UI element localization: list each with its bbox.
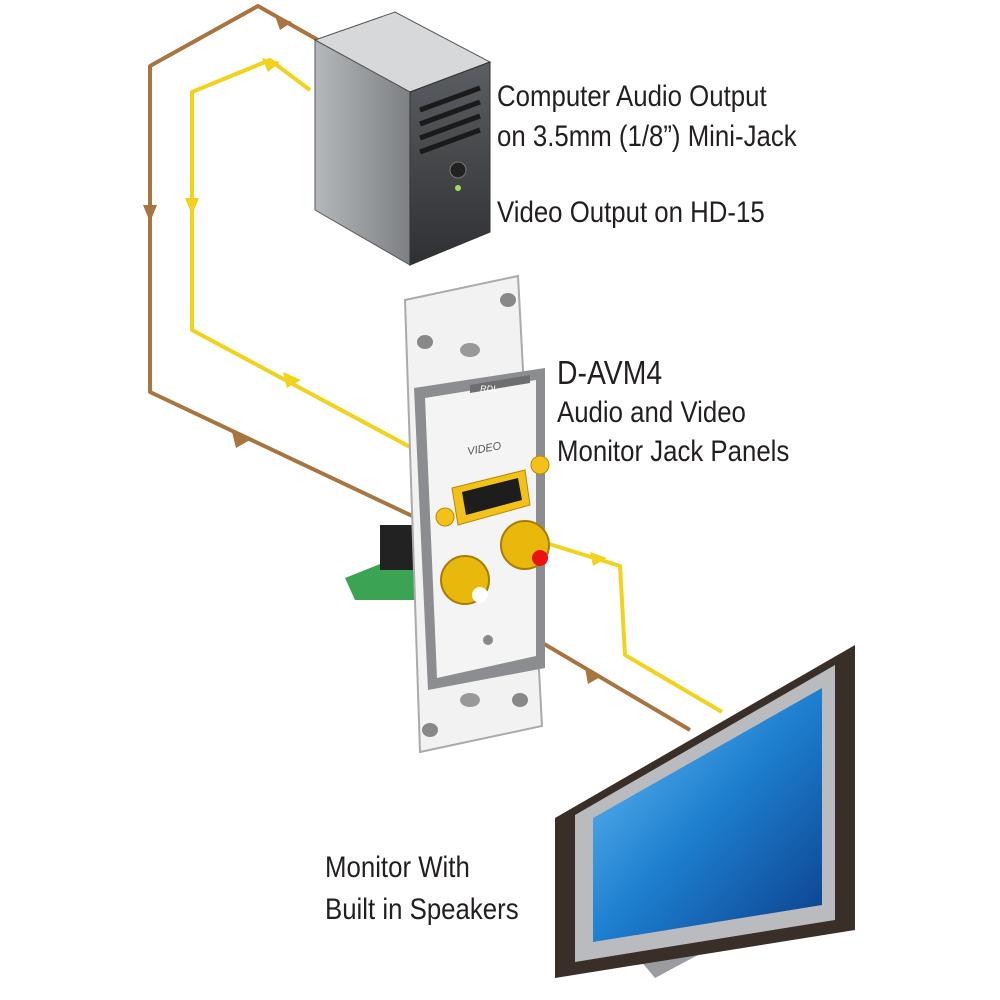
video-cable-arrows — [185, 58, 607, 566]
computer-tower — [313, 11, 492, 266]
arrow-icon — [185, 198, 199, 215]
arrow-icon — [283, 372, 301, 388]
video-label: VIDEO — [466, 440, 502, 458]
monitor-label-line2: Built in Speakers — [325, 893, 519, 926]
panel-desc-line1: Audio and Video — [557, 396, 746, 429]
arrow-icon — [275, 16, 292, 30]
wall-plate: RDL VIDEO — [403, 274, 550, 754]
arrow-icon — [262, 58, 280, 72]
arrow-icon — [232, 432, 250, 448]
panel-desc-line2: Monitor Jack Panels — [557, 435, 790, 468]
brand-mark: RDL — [480, 384, 498, 394]
arrow-icon — [143, 205, 157, 222]
audio-cable-arrows — [143, 16, 602, 684]
monitor-screen — [593, 688, 822, 942]
computer-audio-label-line1: Computer Audio Output — [497, 80, 767, 113]
panel-model-label: D-AVM4 — [557, 354, 663, 391]
computer-audio-label-line2: on 3.5mm (1/8”) Mini-Jack — [497, 120, 797, 153]
computer-video-label: Video Output on HD-15 — [497, 196, 765, 229]
audio-jack-icon — [449, 161, 467, 179]
monitor-label-line1: Monitor With — [325, 851, 470, 884]
flat-panel-monitor — [555, 645, 855, 978]
power-led-icon — [455, 185, 461, 191]
arrow-icon — [585, 668, 602, 684]
video-cable — [190, 58, 724, 714]
arrow-icon — [590, 552, 607, 566]
